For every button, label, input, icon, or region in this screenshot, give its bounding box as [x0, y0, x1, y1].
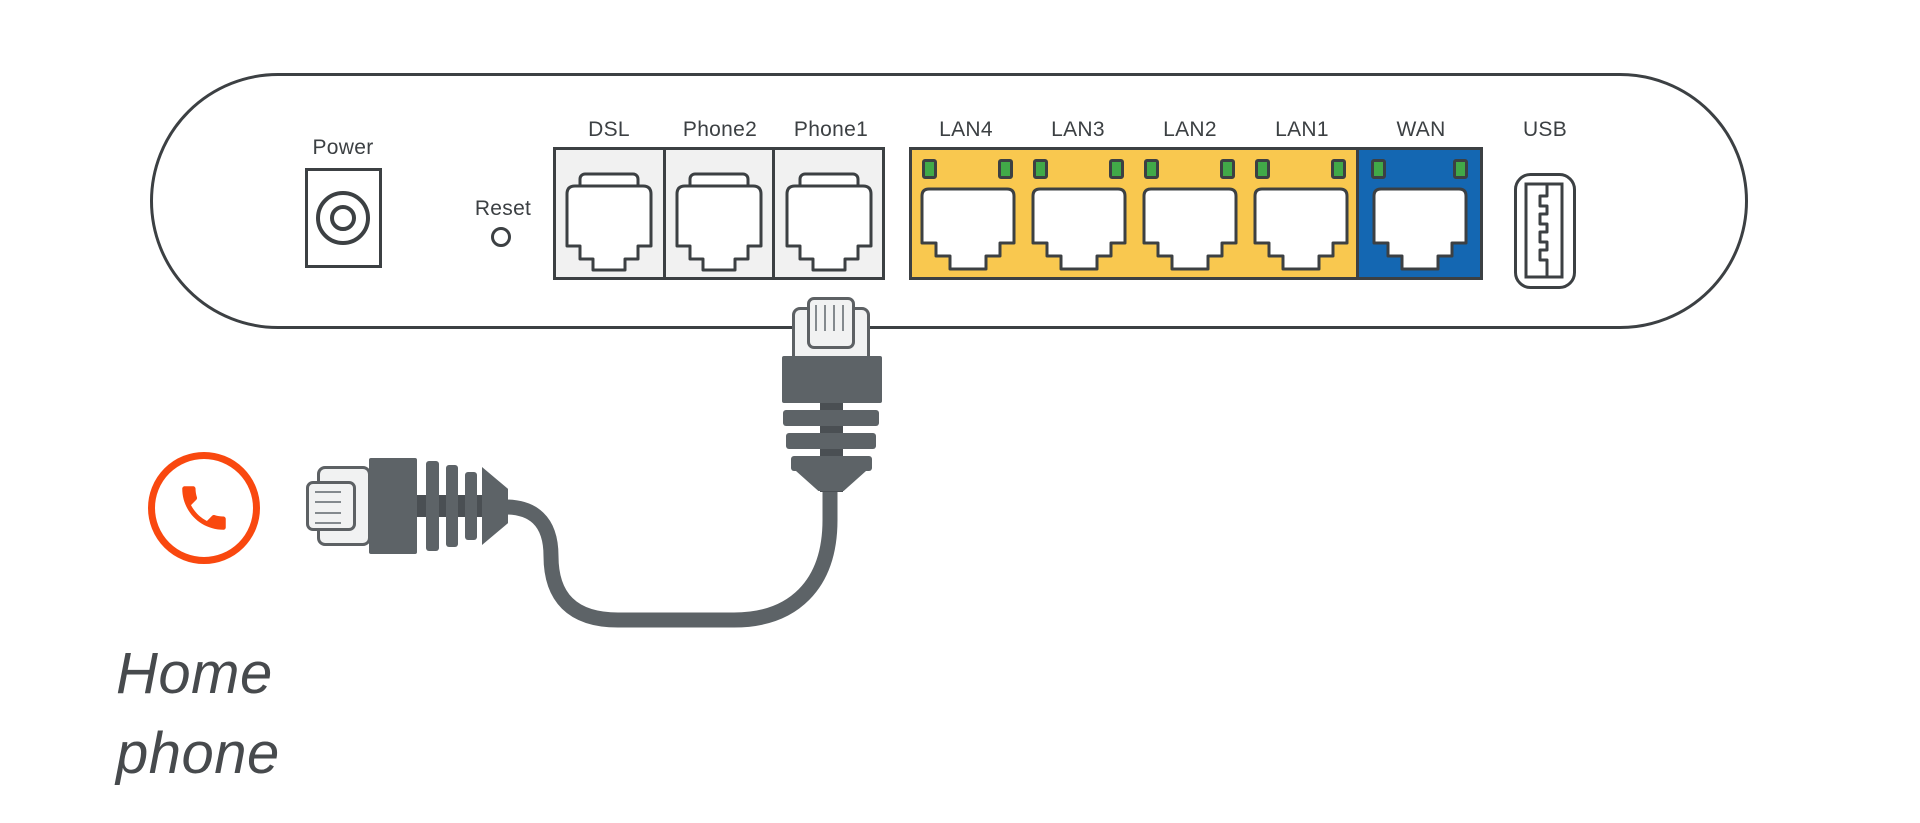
led-indicator — [1331, 159, 1346, 179]
cable-rib — [465, 472, 477, 540]
plug-pin — [315, 522, 341, 524]
led-indicator — [1371, 159, 1386, 179]
power-label: Power — [312, 136, 374, 159]
led-indicator — [1033, 159, 1048, 179]
cable-rib — [786, 433, 876, 449]
led-indicator — [1453, 159, 1468, 179]
led-indicator — [1255, 159, 1270, 179]
cable-boot — [782, 356, 882, 403]
rj11-jack-icon — [674, 172, 764, 272]
rj45-jack-icon — [1142, 187, 1238, 271]
cable-rib — [791, 456, 872, 471]
port-lan2 — [1134, 150, 1245, 277]
rj45-jack-icon — [920, 187, 1016, 271]
led-indicator — [922, 159, 937, 179]
usb-port-icon — [1514, 173, 1576, 289]
cable-boot — [369, 458, 417, 554]
port-label-usb: USB — [1522, 118, 1568, 141]
led-indicator — [1220, 159, 1235, 179]
home-phone-caption: Home phone — [116, 634, 280, 794]
port-lan4 — [912, 150, 1023, 277]
port-label-lan4: LAN4 — [939, 118, 993, 141]
rj45-jack-icon — [1031, 187, 1127, 271]
port-label-lan2: LAN2 — [1163, 118, 1217, 141]
plug-pin — [824, 305, 826, 331]
plug-pin — [315, 501, 341, 503]
port-phone2 — [662, 150, 773, 277]
power-jack-inner-pin — [330, 205, 356, 231]
port-label-lan3: LAN3 — [1051, 118, 1105, 141]
cable-rib — [446, 465, 458, 547]
port-label-phone2: Phone2 — [682, 118, 758, 141]
lan-port-group — [909, 147, 1359, 280]
led-indicator — [1144, 159, 1159, 179]
plug-pin — [315, 512, 341, 514]
cable-rib — [426, 461, 439, 551]
led-indicator — [1109, 159, 1124, 179]
rj11-jack-icon — [784, 172, 874, 272]
port-dsl — [556, 150, 663, 277]
port-label-wan: WAN — [1396, 118, 1446, 141]
port-label-dsl: DSL — [588, 118, 630, 141]
plug-pin — [842, 305, 844, 331]
port-wan — [1359, 150, 1480, 277]
plug-pin — [833, 305, 835, 331]
phone-icon — [182, 486, 226, 530]
port-label-phone1: Phone1 — [793, 118, 869, 141]
cable-rib — [783, 410, 879, 426]
wan-port — [1359, 147, 1483, 280]
phone-port-group — [553, 147, 885, 280]
rj45-jack-icon — [1372, 187, 1468, 271]
reset-label: Reset — [474, 197, 532, 220]
plug-pin — [815, 305, 817, 331]
cable-taper — [796, 471, 866, 491]
cable-taper — [482, 467, 508, 545]
caption-line-1: Home — [116, 641, 273, 706]
plug-pin — [315, 491, 341, 493]
rj11-jack-icon — [564, 172, 654, 272]
led-indicator — [998, 159, 1013, 179]
port-phone1 — [772, 150, 882, 277]
port-lan1 — [1245, 150, 1356, 277]
port-lan3 — [1023, 150, 1134, 277]
caption-line-2: phone — [116, 721, 280, 786]
reset-button — [491, 227, 511, 247]
port-label-lan1: LAN1 — [1275, 118, 1329, 141]
home-phone-badge — [148, 452, 260, 564]
rj45-jack-icon — [1253, 187, 1349, 271]
